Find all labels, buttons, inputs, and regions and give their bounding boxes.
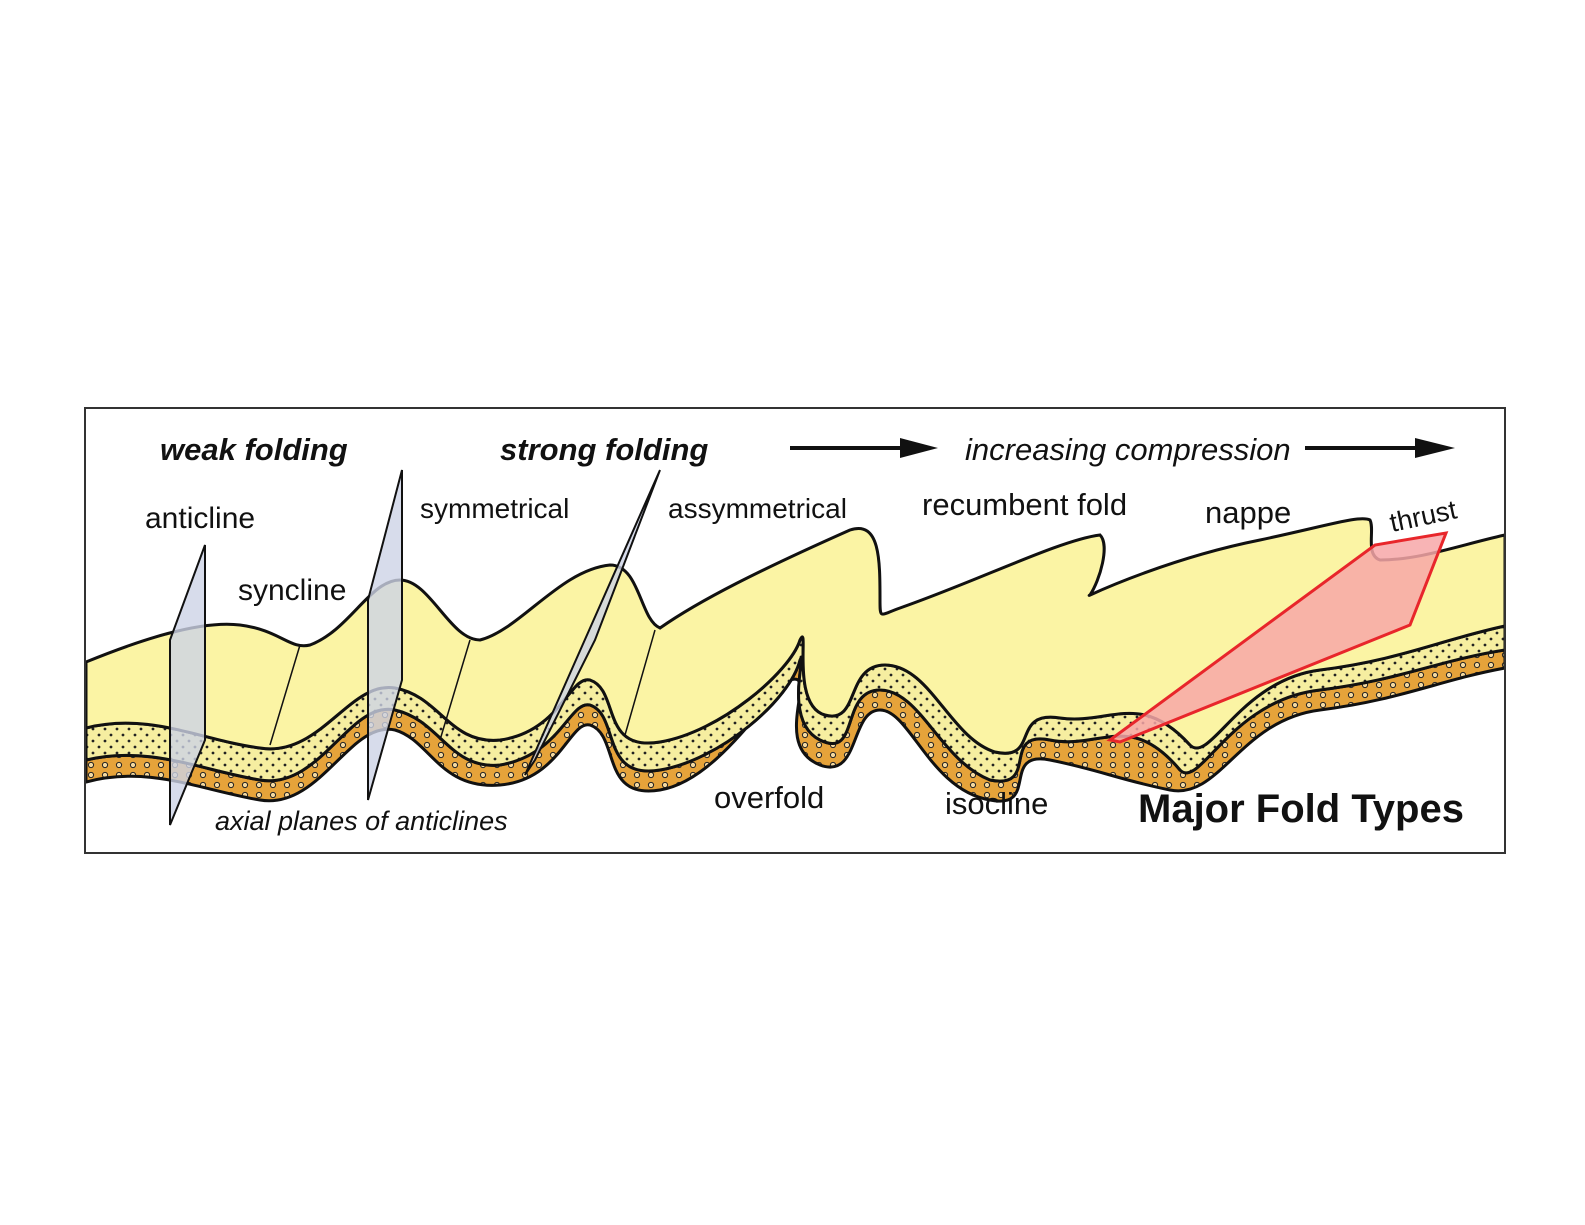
label-overfold: overfold xyxy=(714,780,824,815)
label-symmetrical: symmetrical xyxy=(420,493,569,524)
diagram-title: Major Fold Types xyxy=(1138,787,1464,831)
heading-weak-folding: weak folding xyxy=(160,432,348,467)
heading-increasing-compression: increasing compression xyxy=(965,432,1291,467)
label-anticline: anticline xyxy=(145,502,255,535)
label-axial-planes: axial planes of anticlines xyxy=(215,806,508,836)
label-syncline: syncline xyxy=(238,574,346,607)
label-assymmetrical: assymmetrical xyxy=(668,493,847,524)
label-recumbent-fold: recumbent fold xyxy=(922,487,1127,522)
label-nappe: nappe xyxy=(1205,495,1291,530)
label-isocline: isocline xyxy=(945,786,1048,821)
heading-strong-folding: strong folding xyxy=(500,432,708,467)
